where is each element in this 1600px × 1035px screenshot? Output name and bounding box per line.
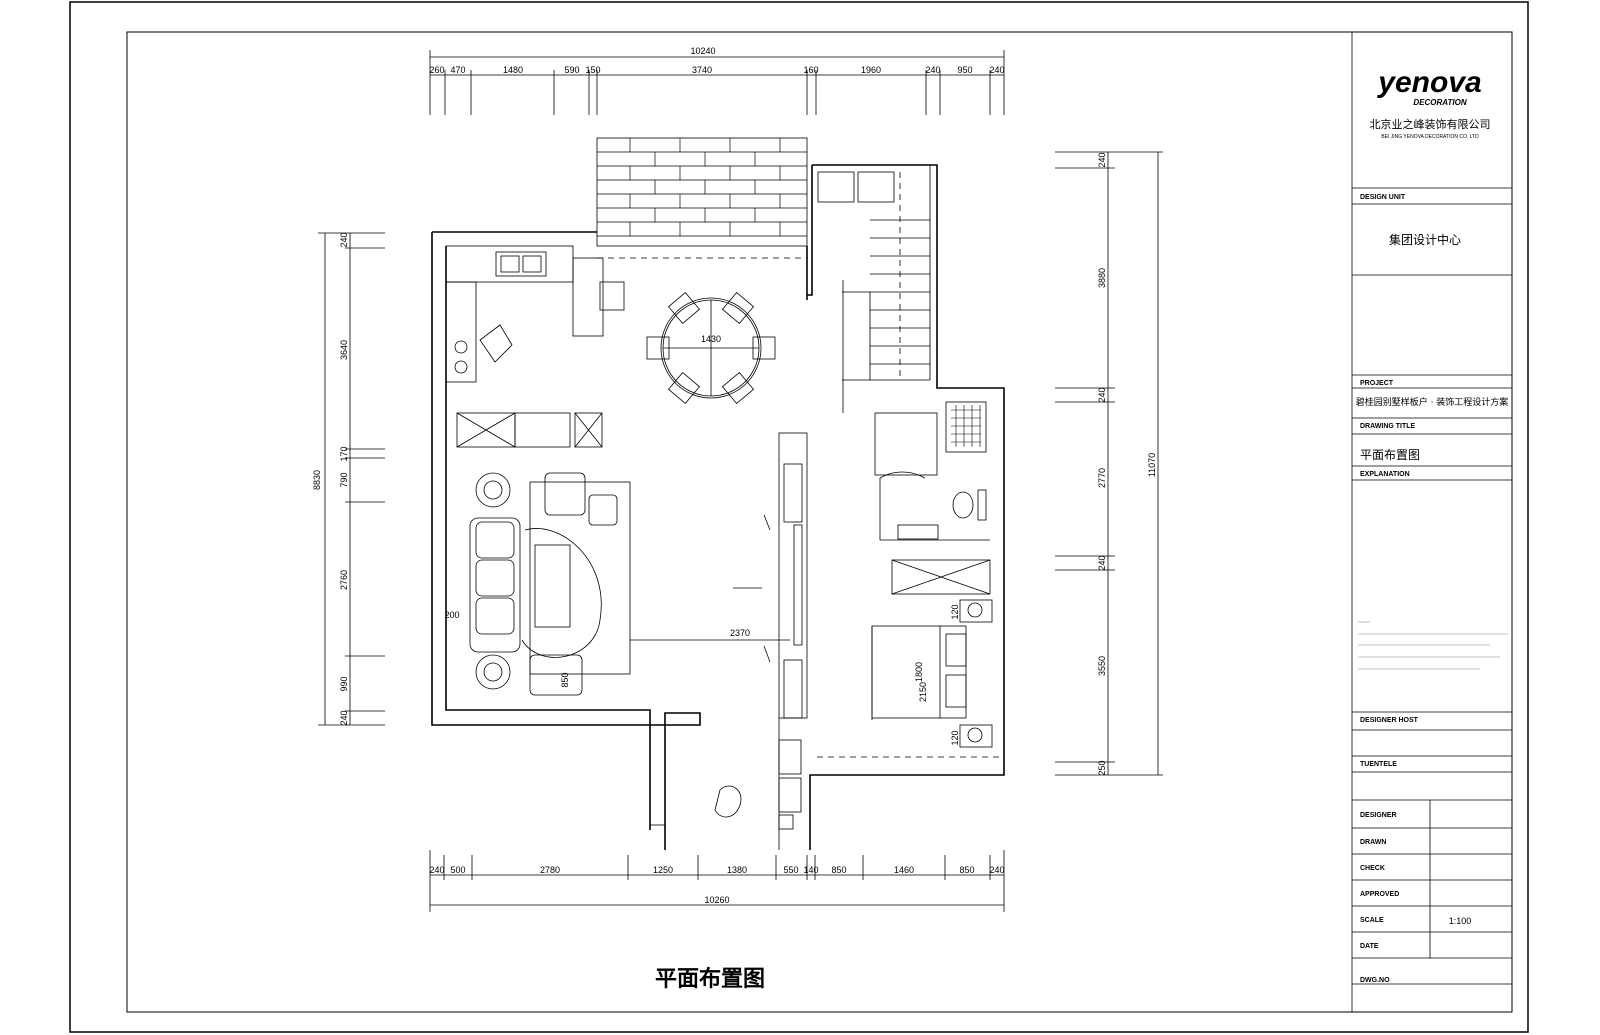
dim-right-4: 2770	[1097, 468, 1107, 488]
designer-host-label: DESIGNER HOST	[1360, 717, 1419, 724]
dim-top-9: 240	[925, 65, 940, 75]
dim-left-6: 990	[339, 676, 349, 691]
dim-top-3: 1480	[503, 65, 523, 75]
dwg-label: DWG.NO	[1360, 977, 1390, 984]
project-label: PROJECT	[1360, 380, 1394, 387]
dim-bottom-11: 240	[989, 865, 1004, 875]
inner-border	[126, 31, 1513, 1013]
hall: 2370	[630, 432, 808, 850]
scale-value: 1:100	[1449, 916, 1472, 926]
designer-label: DESIGNER	[1360, 812, 1397, 819]
title-block: yenova DECORATION 北京业之峰装饰有限公司 BEI JING Y…	[1351, 32, 1512, 1012]
dim-bed-a: 120	[950, 604, 960, 619]
dining-table: 1430	[646, 291, 776, 405]
exterior-wall	[431, 164, 1005, 850]
notes-block	[1358, 621, 1508, 670]
dim-bottom-9: 1460	[894, 865, 914, 875]
dim-table: 1430	[701, 334, 721, 344]
dim-sofa: 200	[444, 610, 459, 620]
floor-plan: 1430	[431, 137, 1005, 850]
dim-bottom-10: 850	[959, 865, 974, 875]
bedroom: 120 120 1800 2150	[817, 599, 1000, 758]
dim-left-2: 3640	[339, 340, 349, 360]
dim-left-5: 2760	[339, 570, 349, 590]
dim-bottom-1: 240	[429, 865, 444, 875]
tuentele-label: TUENTELE	[1360, 761, 1397, 768]
company-logo: yenova	[1376, 66, 1481, 99]
dim-top-6: 3740	[692, 65, 712, 75]
dim-bottom-7: 140	[803, 865, 818, 875]
dim-chair: 850	[560, 672, 570, 687]
dim-top-7: 160	[803, 65, 818, 75]
dim-left-4: 790	[339, 472, 349, 487]
dimension-right: 240 3880 240 2770 240 3550 250 11070	[1055, 151, 1163, 776]
drawing-title-label: DRAWING TITLE	[1360, 423, 1416, 430]
dim-top-10: 950	[957, 65, 972, 75]
dim-top-5: 150	[585, 65, 600, 75]
approved-label: APPROVED	[1360, 891, 1399, 898]
dimension-left: 8830 240 3640 170 790 2760 990 240	[312, 232, 385, 726]
dim-top-8: 1960	[861, 65, 881, 75]
dim-top-total: 10240	[690, 46, 715, 56]
dim-bottom-8: 850	[831, 865, 846, 875]
dim-right-6: 3550	[1097, 656, 1107, 676]
dim-right-5: 240	[1097, 555, 1107, 570]
wardrobe	[891, 559, 991, 595]
design-unit-label: DESIGN UNIT	[1360, 194, 1406, 201]
dim-bottom-4: 1250	[653, 865, 673, 875]
company-logo-sub: DECORATION	[1413, 98, 1466, 107]
dim-left-7: 240	[339, 710, 349, 725]
dim-left-3: 170	[339, 446, 349, 461]
project-value: 碧桂园别墅样板户 · 装饰工程设计方案	[1356, 396, 1509, 408]
dim-top-2: 470	[450, 65, 465, 75]
drawing-caption: 平面布置图	[655, 966, 765, 992]
dim-bed-1: 1800	[914, 662, 924, 682]
dim-bottom-total: 10260	[704, 895, 729, 905]
dim-left-total: 8830	[312, 470, 322, 490]
dim-bottom-2: 500	[450, 865, 465, 875]
design-unit-value: 集团设计中心	[1389, 232, 1461, 247]
dim-top-1: 260	[429, 65, 444, 75]
dim-hall: 2370	[730, 628, 750, 638]
dim-bottom-5: 1380	[727, 865, 747, 875]
scale-label: SCALE	[1360, 917, 1384, 924]
dim-right-3: 240	[1097, 387, 1107, 402]
company-name-en: BEI JING YENOVA DECORATION CO. LTD	[1381, 134, 1479, 140]
drawn-label: DRAWN	[1360, 839, 1386, 846]
dim-right-1: 240	[1097, 152, 1107, 167]
dimension-bottom: 240 500 2780 1250 1380 550 140 850 1460 …	[429, 850, 1005, 912]
dim-bed-b: 120	[950, 730, 960, 745]
dim-top-4: 590	[564, 65, 579, 75]
dim-left-1: 240	[339, 232, 349, 247]
balcony	[649, 724, 666, 826]
explanation-label: EXPLANATION	[1360, 471, 1410, 478]
dim-right-7: 250	[1097, 760, 1107, 775]
drawing-title-value: 平面布置图	[1360, 448, 1420, 462]
date-label: DATE	[1360, 943, 1379, 950]
dim-right-total: 11070	[1147, 453, 1157, 477]
dim-top-11: 240	[989, 65, 1004, 75]
dim-bed-2: 2150	[918, 682, 928, 702]
bathroom	[874, 401, 990, 541]
dimension-top: 10240 260 470 1480 590 150 3740 160 1960…	[429, 46, 1005, 115]
dim-bottom-6: 550	[783, 865, 798, 875]
company-name-cn: 北京业之峰装饰有限公司	[1370, 117, 1491, 131]
outer-border	[69, 1, 1529, 1033]
stair	[817, 165, 931, 413]
dim-right-2: 3880	[1097, 268, 1107, 288]
living-room: 200 850	[444, 462, 631, 700]
check-label: CHECK	[1360, 865, 1385, 872]
brick-patio	[596, 137, 808, 247]
kitchen	[445, 245, 625, 448]
dim-bottom-3: 2780	[540, 865, 560, 875]
